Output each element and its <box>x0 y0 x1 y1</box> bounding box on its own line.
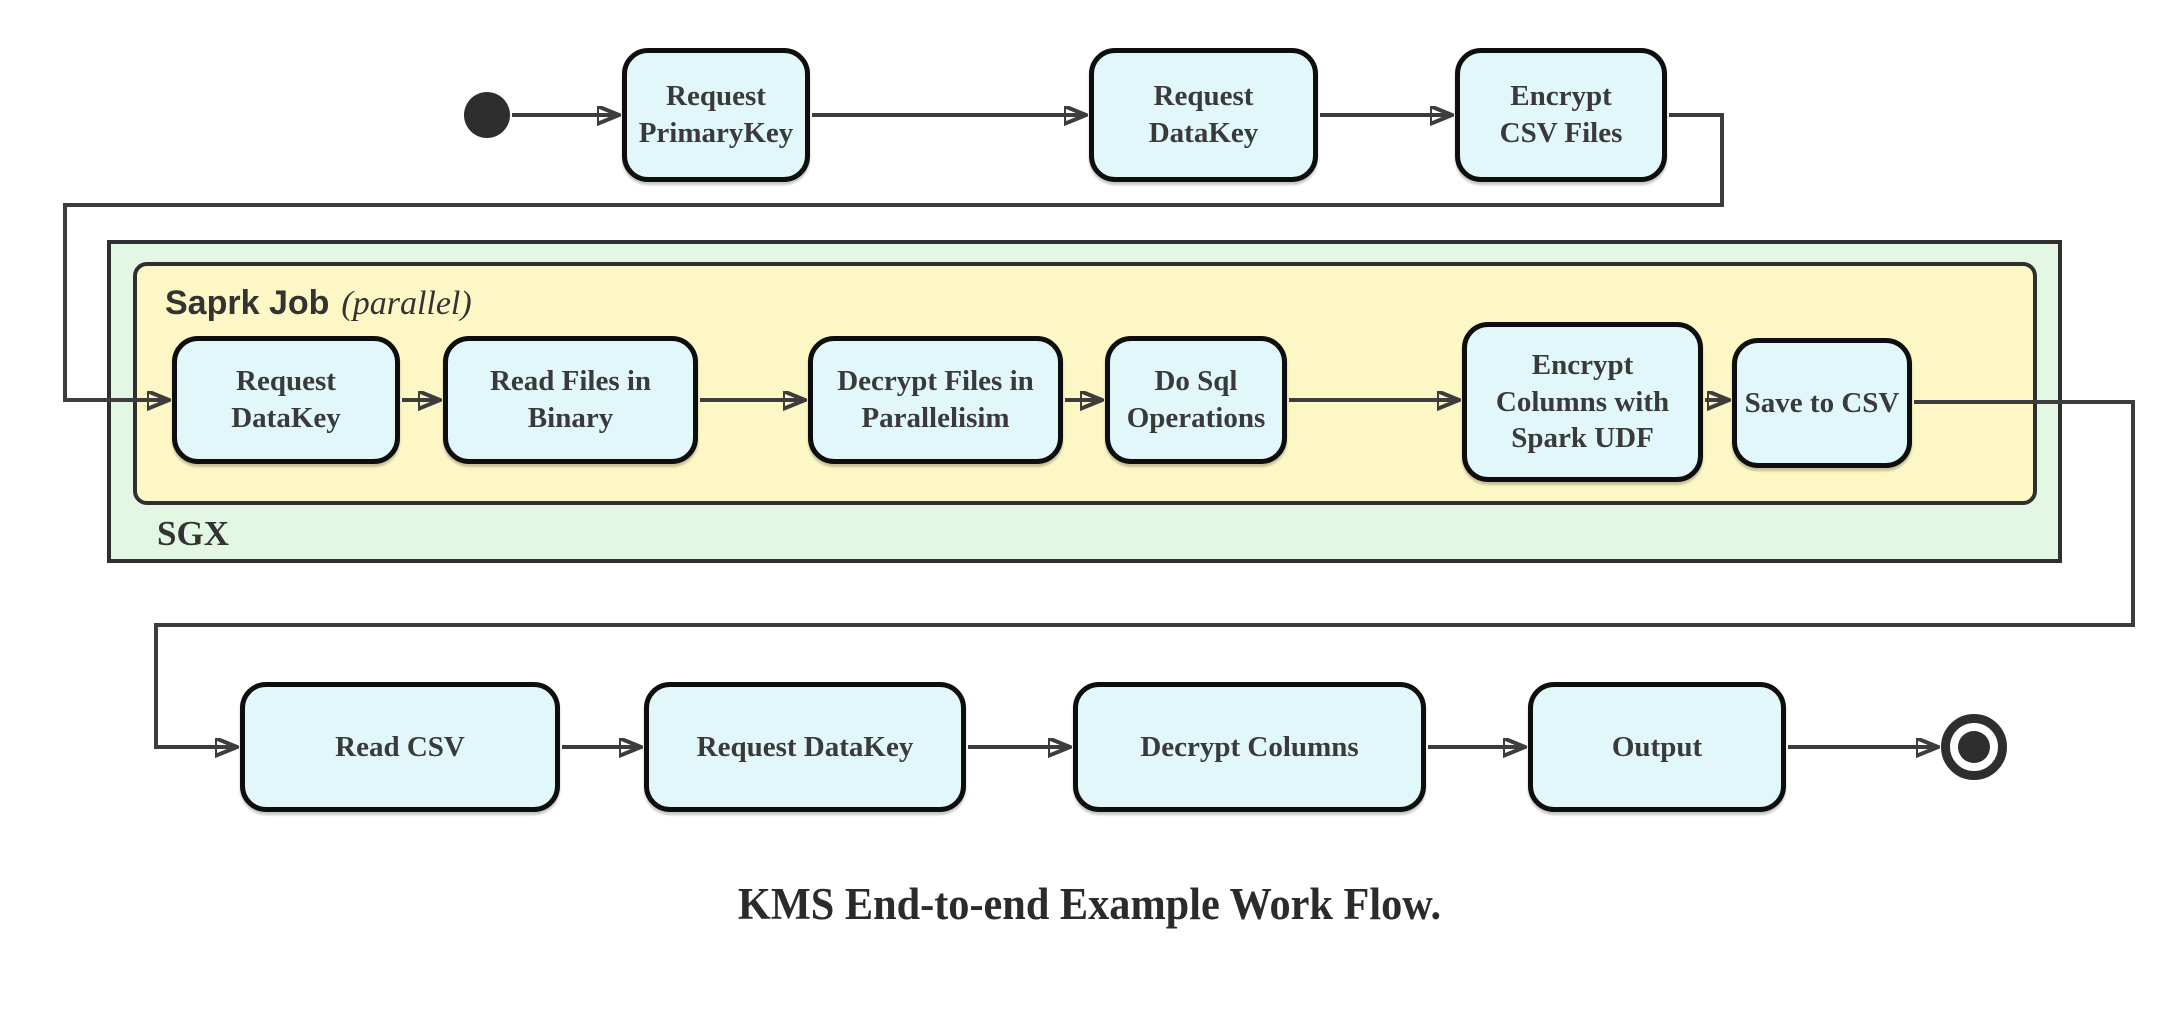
final-state-icon <box>1941 714 2007 780</box>
start-state-icon <box>464 92 510 138</box>
state-read-files-in-binary: Read Files in Binary <box>443 336 698 464</box>
spark-job-title: Saprk Job <box>165 284 330 322</box>
state-save-to-csv: Save to CSV <box>1732 338 1912 468</box>
state-read-csv: Read CSV <box>240 682 560 812</box>
state-do-sql-operations: Do Sql Operations <box>1105 336 1287 464</box>
diagram-caption: KMS End-to-end Example Work Flow. <box>737 879 1442 929</box>
state-decrypt-columns: Decrypt Columns <box>1073 682 1426 812</box>
state-encrypt-csv-files: Encrypt CSV Files <box>1455 48 1667 182</box>
sgx-label: SGX <box>157 514 229 553</box>
state-output: Output <box>1528 682 1786 812</box>
final-state-dot <box>1958 731 1990 763</box>
state-decrypt-files-in-parallelisim: Decrypt Files in Parallelisim <box>808 336 1063 464</box>
state-encrypt-columns-with-spark-udf: Encrypt Columns with Spark UDF <box>1462 322 1703 482</box>
state-request-primarykey: Request PrimaryKey <box>622 48 810 182</box>
spark-job-annotation: (parallel) <box>341 285 472 322</box>
state-request-datakey-spark: Request DataKey <box>172 336 400 464</box>
state-request-datakey-bottom: Request DataKey <box>644 682 966 812</box>
state-request-datakey-top: Request DataKey <box>1089 48 1318 182</box>
spark-job-label: Saprk Job (parallel) <box>165 284 472 323</box>
